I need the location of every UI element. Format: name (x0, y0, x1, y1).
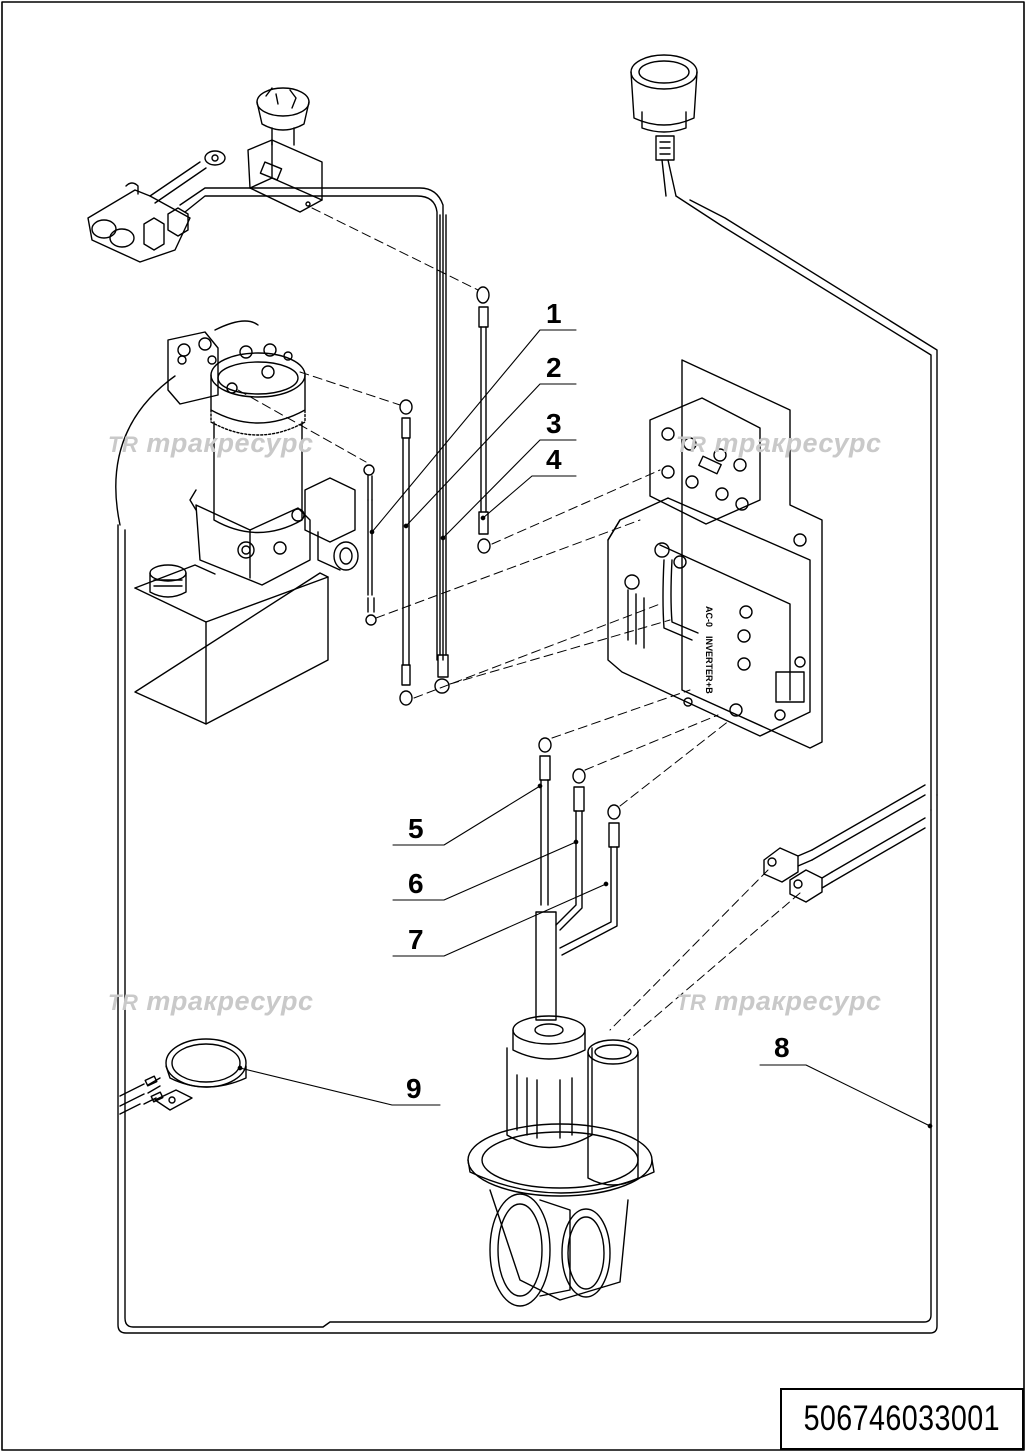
watermark-logo: TR (108, 990, 139, 1015)
main-harness (117, 187, 938, 1334)
watermark-text: тракресурс (714, 428, 882, 458)
watermark: TR тракресурс (108, 986, 314, 1017)
motor-controller: INVERTER AC-0 +B (607, 359, 823, 749)
callout-8: 8 (774, 1032, 790, 1063)
sensor-connectors (763, 784, 926, 903)
cable-4 (476, 286, 491, 554)
cable-1 (363, 464, 377, 626)
watermark-logo: TR (108, 432, 139, 457)
watermark: TR тракресурс (676, 986, 882, 1017)
callout-7: 7 (408, 924, 424, 955)
cable-7 (559, 804, 621, 956)
drive-motor (467, 1015, 655, 1307)
drawing-number-box: 506746033001 (780, 1388, 1024, 1450)
cable-sleeve (535, 911, 557, 1021)
drawing-number: 506746033001 (803, 1399, 1001, 1438)
watermark: TR тракресурс (676, 428, 882, 459)
cable-2 (399, 399, 413, 706)
callout-3: 3 (546, 408, 562, 439)
cable-5 (538, 737, 552, 906)
controller-label-ac: AC-0 (704, 606, 714, 627)
callout-1: 1 (546, 298, 562, 329)
callout-5: 5 (408, 813, 424, 844)
controller-label: INVERTER (704, 636, 714, 682)
callout-6: 6 (408, 868, 424, 899)
callout-9: 9 (406, 1073, 422, 1104)
connection-lines (237, 207, 801, 1041)
pump-motor (115, 320, 359, 586)
cable-3 (434, 214, 450, 694)
watermark: TR тракресурс (108, 428, 314, 459)
cable-6 (555, 768, 586, 931)
watermark-text: тракресурс (714, 986, 882, 1016)
battery-connector (87, 150, 226, 263)
watermark-logo: TR (676, 990, 707, 1015)
callout-2: 2 (546, 352, 562, 383)
watermark-text: тракресурс (146, 986, 314, 1016)
horn (119, 1038, 247, 1115)
hydraulic-tank (134, 564, 329, 725)
leader-lines (237, 329, 933, 1129)
callout-4: 4 (546, 444, 562, 475)
hour-meter (630, 54, 698, 197)
controller-label-b: +B (704, 682, 714, 694)
key-switch (247, 87, 323, 213)
watermark-text: тракресурс (146, 428, 314, 458)
watermark-logo: TR (676, 432, 707, 457)
